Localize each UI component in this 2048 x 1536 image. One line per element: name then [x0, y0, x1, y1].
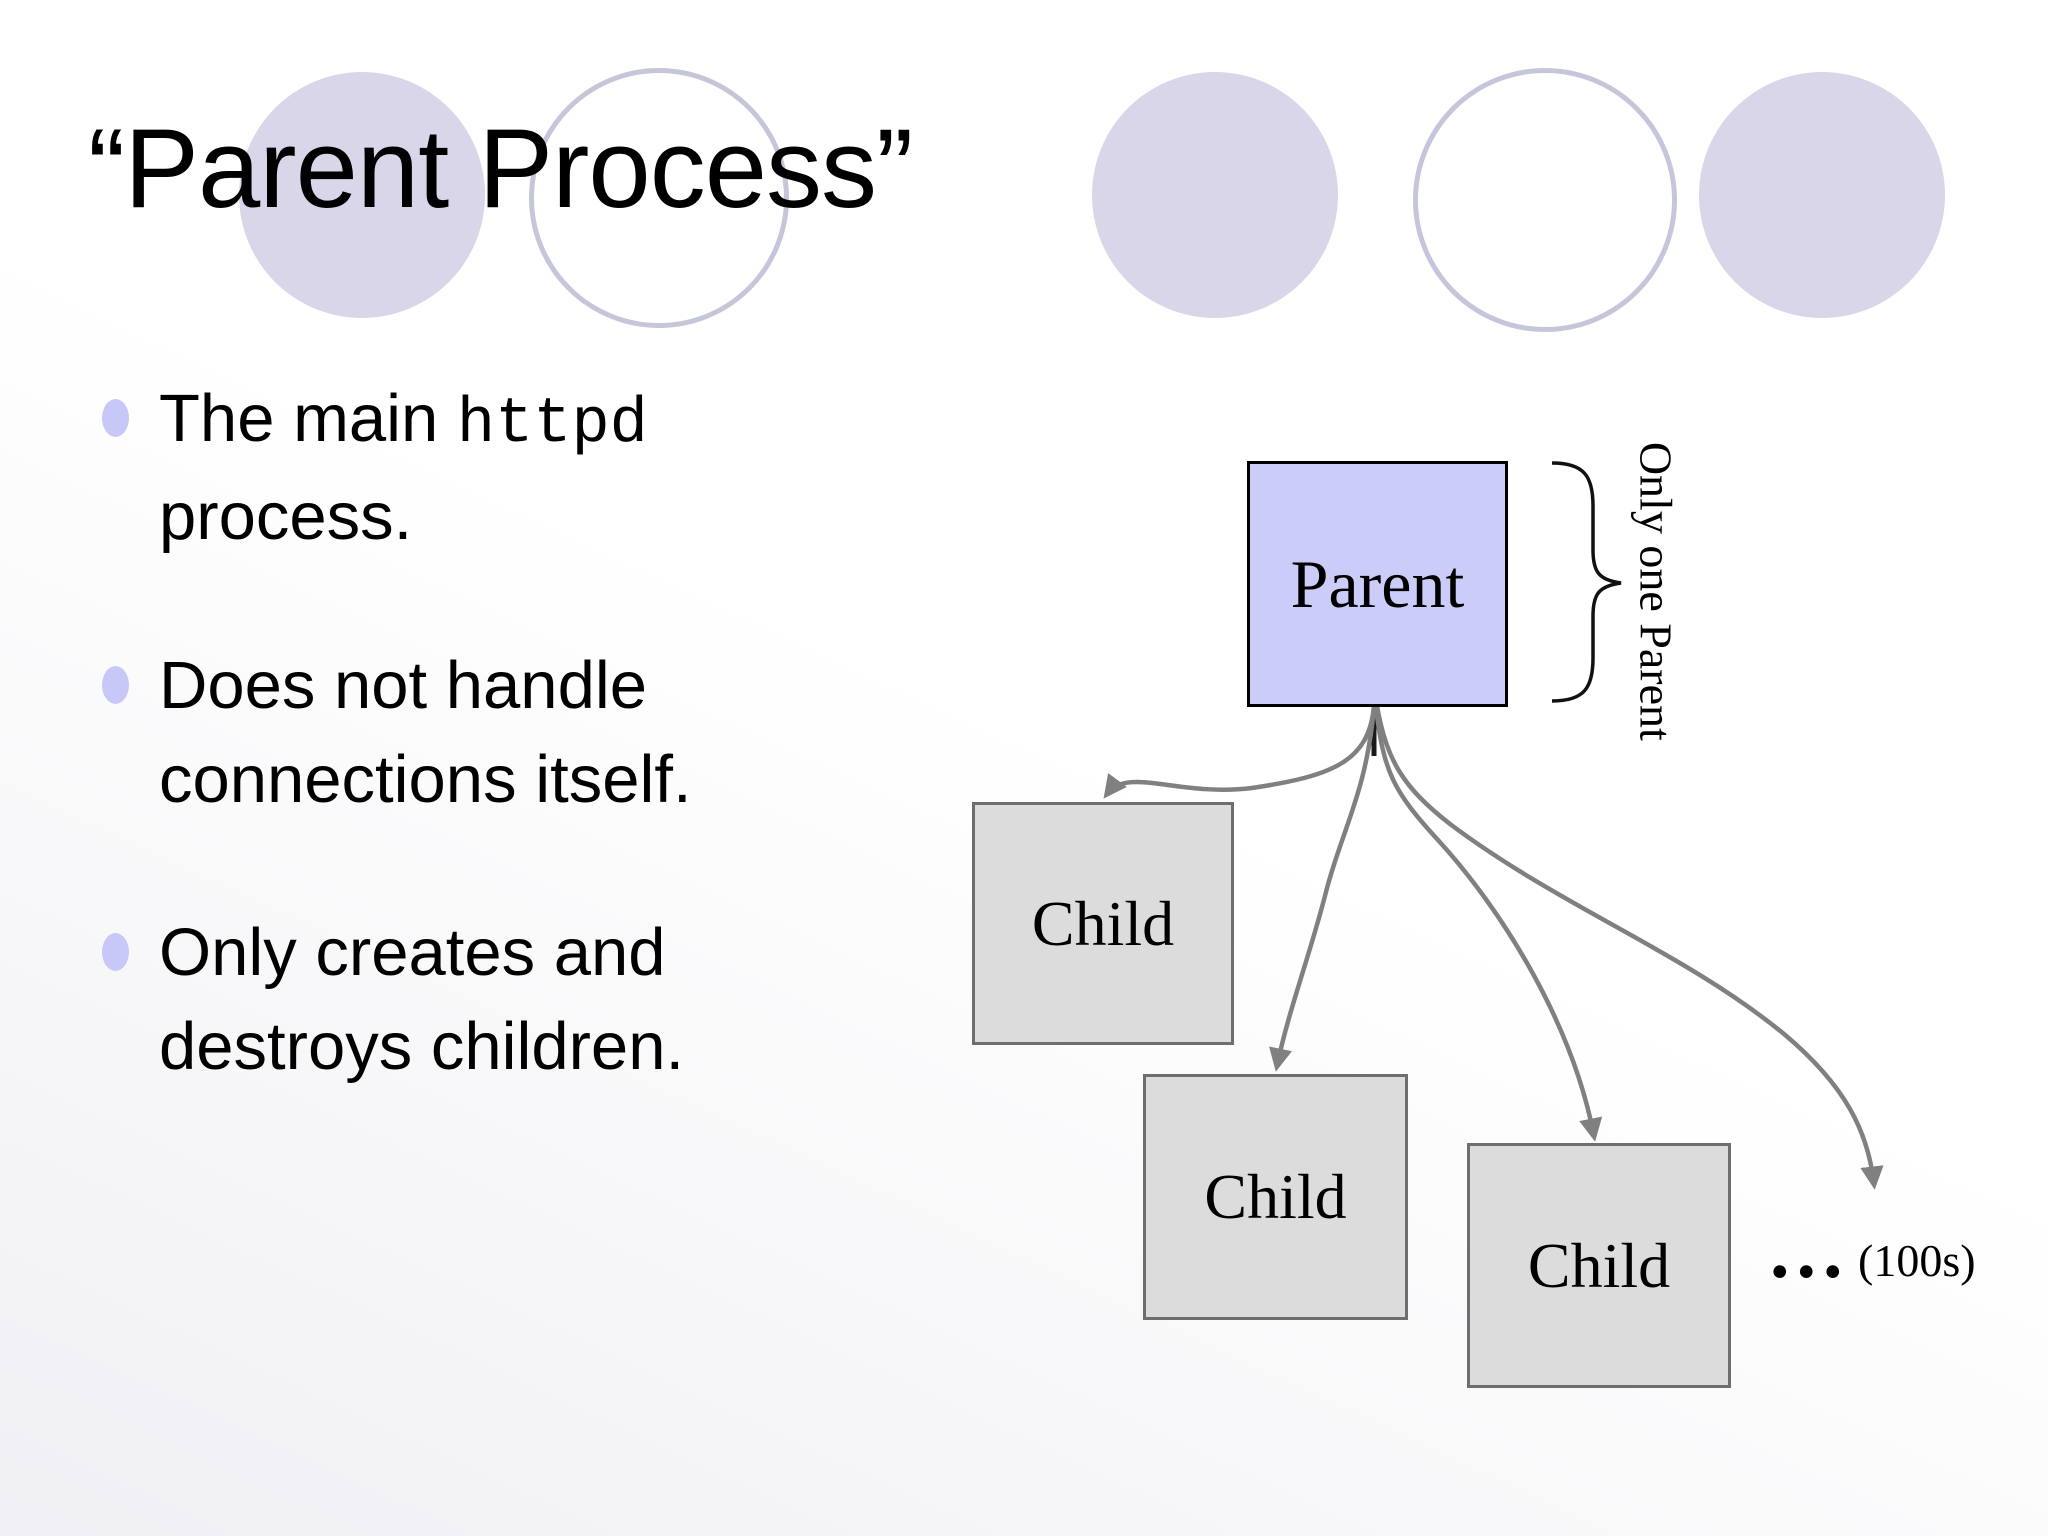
bullet-item: Does not handle connections itself. [102, 639, 822, 831]
parent-process-label: Parent [1290, 545, 1465, 622]
arrow-parent-to-child-1 [1103, 705, 1377, 799]
arrow-parent-to-child-2 [1269, 705, 1377, 1072]
brace-icon [1551, 461, 1622, 703]
bullet-text-plain: Only creates and destroys children. [159, 914, 685, 1084]
only-one-parent-label: Only one Parent [1630, 441, 1682, 741]
hundreds-label: (100s) [1858, 1235, 1976, 1286]
decorative-circle-outline-icon [529, 68, 789, 328]
bullet-text-code: httpd [456, 389, 648, 461]
decorative-circle-filled-icon [1092, 72, 1338, 318]
bullet-text: Does not handle connections itself. [159, 639, 692, 831]
child-process-box: Child [1467, 1143, 1731, 1388]
bullet-text: Only creates and destroys children. [159, 906, 684, 1098]
child-process-box: Child [972, 802, 1234, 1045]
decorative-circle-filled-icon [239, 72, 485, 318]
child-process-box: Child [1143, 1074, 1408, 1320]
bullet-text-plain: Does not handle connections itself. [159, 647, 692, 817]
bullet-text-plain: The main [159, 381, 457, 456]
bullet-text: The main httpd process. [159, 372, 648, 564]
child-process-label: Child [1527, 1229, 1671, 1301]
bullet-dot-icon [102, 399, 129, 437]
arrow-parent-to-child-3 [1373, 705, 1603, 1142]
parent-process-box: Parent [1247, 461, 1508, 707]
more-children-ellipsis: ... [1770, 1207, 1850, 1294]
bullet-text-plain: process. [159, 479, 413, 555]
child-process-label: Child [1204, 1161, 1347, 1232]
arrow-parent-to-more-children [1374, 705, 1884, 1190]
bullet-item: Only creates and destroys children. [102, 906, 822, 1098]
child-process-label: Child [1031, 887, 1175, 959]
bullet-dot-icon [102, 665, 129, 704]
bullet-list: The main httpd process. Does not handle … [102, 372, 822, 1173]
bullet-item: The main httpd process. [102, 372, 822, 564]
decorative-circle-outline-icon [1413, 68, 1677, 332]
page-title: “Parent Process” [88, 106, 913, 231]
decorative-circle-filled-icon [1699, 72, 1945, 318]
bullet-dot-icon [102, 932, 129, 971]
